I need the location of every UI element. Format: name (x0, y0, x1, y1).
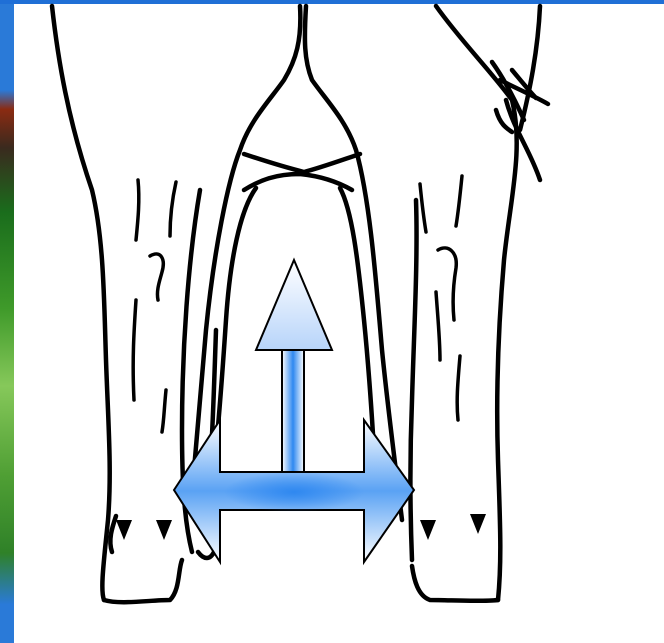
up-arrow-head (256, 260, 332, 350)
vertical-arrow-shaft (282, 350, 304, 472)
left-leg-outline (52, 6, 110, 600)
tail-right (305, 6, 402, 520)
right-hoof (412, 566, 498, 601)
left-hoof (104, 560, 182, 602)
right-leg-outline (436, 6, 517, 600)
